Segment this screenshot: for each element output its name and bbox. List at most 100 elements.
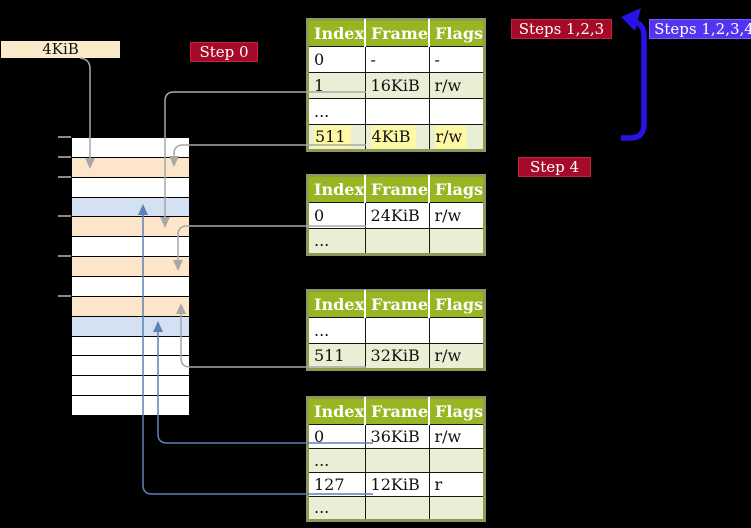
cell-value: 24KiB <box>370 205 420 225</box>
memory-frame-free <box>72 395 189 416</box>
table-cell: 12KiB <box>364 471 430 496</box>
memory-frame-free <box>72 176 189 197</box>
memory-frame-page <box>72 196 189 217</box>
table-row: 127 12KiB r <box>308 471 485 496</box>
column-header: Index <box>308 291 366 317</box>
cell-value: 1 <box>314 75 325 95</box>
cell-value: 0 <box>314 205 325 225</box>
steps1234-label: Steps 1,2,3,4 <box>649 19 751 39</box>
column-header: Frame <box>364 291 430 317</box>
memory-frame-table <box>72 156 189 177</box>
table-cell: 0 <box>308 423 366 448</box>
table-row: 0 - - <box>308 45 485 72</box>
table-cell: 127 <box>308 471 366 496</box>
table-cell: r/w <box>428 71 485 98</box>
table-cell: r/w <box>428 123 485 150</box>
column-header: Frame <box>364 176 430 202</box>
table-cell: 511 <box>308 123 366 150</box>
memory-frame-free <box>72 138 189 157</box>
table-cell: 1 <box>308 71 366 98</box>
table-cell: 0 <box>308 201 366 228</box>
table-cell: 16KiB <box>364 71 430 98</box>
table-cell <box>364 97 430 124</box>
column-header: Frame <box>364 20 430 46</box>
table-row: 511 4KiB r/w <box>308 123 485 150</box>
cell-value: 127 <box>314 474 345 494</box>
highlighted-value: 4KiB <box>370 126 416 149</box>
cell-value: r/w <box>434 75 462 95</box>
cell-value: 511 <box>314 346 345 366</box>
table-cell: 4KiB <box>364 123 430 150</box>
table-cell: ... <box>308 495 366 520</box>
table-cell <box>364 447 430 472</box>
memory-tick <box>58 156 71 158</box>
table-cell: ... <box>308 227 366 254</box>
highlighted-value: r/w <box>434 126 468 149</box>
memory-frame-table <box>72 256 189 277</box>
step0-label: Step 0 <box>190 42 258 62</box>
table-cell <box>428 97 485 124</box>
table-cell <box>364 227 430 254</box>
cell-value: ... <box>314 320 330 340</box>
table-cell <box>428 495 485 520</box>
memory-frame-free <box>72 236 189 257</box>
frame-size-label: 4KiB <box>1 41 120 58</box>
table-cell: ... <box>308 316 366 343</box>
column-header: Index <box>308 176 366 202</box>
table-cell: 36KiB <box>364 423 430 448</box>
cell-value: r <box>434 474 443 494</box>
table-cell: 24KiB <box>364 201 430 228</box>
cell-value: - <box>370 49 376 69</box>
column-header: Index <box>308 398 366 424</box>
table-cell: r <box>428 471 485 496</box>
recursion-arrow <box>621 19 647 141</box>
memory-frame-page <box>72 315 189 336</box>
table-cell: 511 <box>308 342 366 369</box>
cell-value: ... <box>314 498 330 518</box>
memory-frame-free <box>72 335 189 356</box>
memory-tick <box>58 136 71 138</box>
table-row: 0 24KiB r/w <box>308 201 485 228</box>
cell-value: 0 <box>314 426 325 446</box>
column-header: Flags <box>428 176 485 202</box>
table-cell: 0 <box>308 45 366 72</box>
table-cell: r/w <box>428 201 485 228</box>
memory-tick <box>58 295 71 297</box>
table-cell <box>364 495 430 520</box>
memory-tick <box>58 255 71 257</box>
table-cell: r/w <box>428 342 485 369</box>
table-cell <box>364 316 430 343</box>
cell-value: 32KiB <box>370 346 420 366</box>
highlighted-value: 511 <box>314 126 351 149</box>
column-header: Flags <box>428 20 485 46</box>
memory-tick <box>58 215 71 217</box>
cell-value: 12KiB <box>370 474 420 494</box>
arrowhead-upleft-icon <box>621 8 641 31</box>
table-cell <box>428 447 485 472</box>
table-cell: r/w <box>428 423 485 448</box>
cell-value: r/w <box>434 205 462 225</box>
cell-value: ... <box>314 101 330 121</box>
cell-value: r/w <box>434 426 462 446</box>
cell-value: - <box>434 49 440 69</box>
steps123-label: Steps 1,2,3 <box>511 19 612 39</box>
cell-value: ... <box>314 450 330 470</box>
cell-value: 0 <box>314 49 325 69</box>
memory-frame-table <box>72 295 189 316</box>
memory-tick <box>58 176 71 178</box>
column-header: Frame <box>364 398 430 424</box>
memory-frame-table <box>72 216 189 237</box>
cell-value: 36KiB <box>370 426 420 446</box>
column-header: Flags <box>428 291 485 317</box>
table-cell <box>428 227 485 254</box>
table-row: ... <box>308 227 485 254</box>
